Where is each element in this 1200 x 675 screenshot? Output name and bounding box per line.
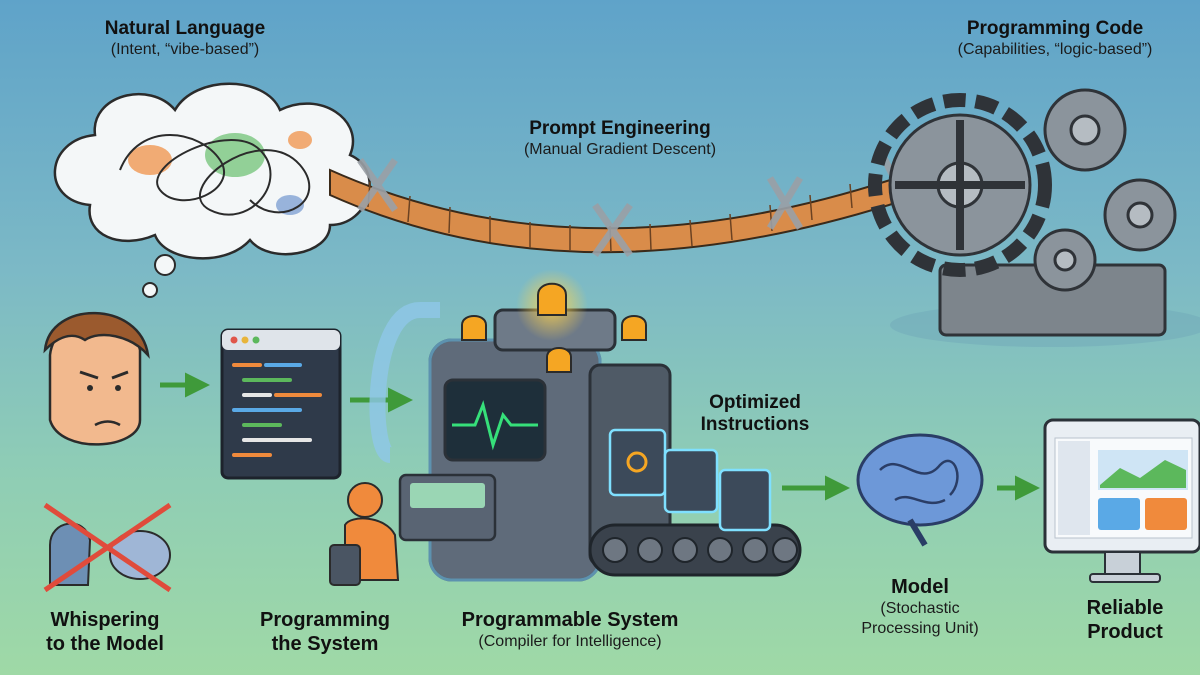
prompt-engineering-subtitle: (Manual Gradient Descent): [523, 141, 717, 158]
brain-icon: [856, 433, 984, 547]
operator-person-icon: [329, 482, 400, 586]
model-title: Model: [891, 576, 949, 598]
model-label: Model (Stochastic Processing Unit): [840, 575, 1000, 639]
programmable-system-subtitle: (Compiler for Intelligence): [478, 633, 662, 650]
crossed-whisper-icon: [43, 502, 172, 593]
optimized-line-1: Optimized: [709, 392, 801, 413]
programming-code-subtitle: (Capabilities, “logic-based”): [957, 41, 1153, 58]
optimized-line-2: Instructions: [700, 414, 810, 435]
frustrated-person-icon: [43, 311, 150, 446]
rope-bridge-icon: [329, 148, 921, 258]
conveyor-belt-icon: [588, 428, 802, 577]
programming-system-label: Programming the System: [225, 608, 425, 656]
programming-system-line-1: Programming: [259, 609, 391, 631]
whispering-line-1: Whispering: [50, 609, 160, 631]
thought-cloud-icon: [53, 82, 371, 298]
prompt-engineering-label: Prompt Engineering (Manual Gradient Desc…: [470, 118, 770, 160]
model-subtitle-1: (Stochastic: [880, 600, 960, 617]
flow-arrows: [160, 372, 1040, 501]
code-window-icon: [220, 328, 342, 480]
programming-code-label: Programming Code (Capabilities, “logic-b…: [910, 18, 1200, 60]
natural-language-title: Natural Language: [104, 18, 266, 39]
programmable-system-title: Programmable System: [461, 609, 679, 631]
optimized-instructions-label: Optimized Instructions: [660, 392, 850, 436]
whispering-line-2: to the Model: [46, 633, 164, 655]
programmable-machine-icon: [369, 302, 672, 582]
model-subtitle-2: Processing Unit): [861, 620, 979, 637]
programming-system-line-2: the System: [271, 633, 379, 655]
monitor-icon: [1043, 418, 1200, 583]
natural-language-subtitle: (Intent, “vibe-based”): [110, 41, 260, 58]
prompt-engineering-title: Prompt Engineering: [529, 118, 711, 139]
gears-icon: [868, 88, 1200, 347]
alarm-beacons-icon: [461, 269, 647, 373]
programming-code-title: Programming Code: [966, 18, 1144, 39]
reliable-line-2: Product: [1087, 621, 1163, 643]
reliable-product-label: Reliable Product: [1055, 596, 1195, 644]
natural-language-label: Natural Language (Intent, “vibe-based”): [20, 18, 350, 60]
whispering-label: Whispering to the Model: [15, 608, 195, 656]
programmable-system-label: Programmable System (Compiler for Intell…: [420, 608, 720, 652]
reliable-line-1: Reliable: [1086, 597, 1164, 619]
